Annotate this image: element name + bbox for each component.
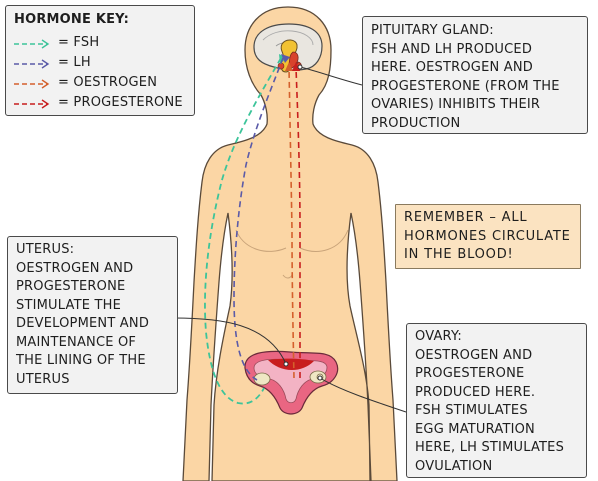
uterus-text-line: STIMULATE THE (16, 297, 122, 313)
pituitary-text-line: FSH AND LH PRODUCED (371, 41, 533, 57)
oestrogen-pathway (288, 67, 295, 379)
uterus-heading: UTERUS: (16, 242, 75, 257)
remember-note: REMEMBER – ALL HORMONES CIRCULATE IN THE… (395, 204, 581, 269)
key-item-lh: = LH (14, 54, 186, 74)
hormone-key-title: HORMONE KEY: (14, 12, 130, 27)
ovary-text-line: HERE, LH STIMULATES (415, 440, 565, 455)
uterus-connector (173, 317, 287, 365)
oestrogen-arrow-icon (14, 78, 50, 89)
pituitary-text-line: HERE. OESTROGEN AND (371, 60, 533, 75)
uterus-label-box: UTERUS: OESTROGEN AND PROGESTERONE STIMU… (7, 236, 178, 394)
key-item-oestrogen: = OESTROGEN (14, 74, 186, 94)
uterus-text-line: DEVELOPMENT AND (16, 316, 150, 331)
uterus-text-line: OESTROGEN AND (16, 260, 134, 276)
pituitary-heading: PITUITARY GLAND: (371, 23, 494, 38)
ovary-text-line: FSH STIMULATES (415, 403, 528, 418)
fsh-pathway (204, 57, 282, 405)
key-item-fsh: = FSH (14, 34, 186, 54)
key-item-progesterone: = PROGESTERONE (14, 94, 186, 114)
fsh-arrow-icon (14, 38, 50, 49)
uterus-text-line: PROGESTERONE (16, 279, 126, 294)
pituitary-text-line: OVARIES) INHIBITS THEIR (371, 97, 541, 112)
remember-text-line: REMEMBER – ALL (404, 210, 528, 225)
pituitary-label-box: PITUITARY GLAND: FSH AND LH PRODUCED HER… (362, 16, 588, 134)
lh-pathway (233, 57, 284, 381)
ovary-text-line: EGG MATURATION (415, 421, 535, 437)
ovary-text-line: OESTROGEN AND (415, 347, 533, 363)
hormone-key: HORMONE KEY: = FSH = LH = OESTROGEN (5, 5, 195, 116)
key-item-label: = PROGESTERONE (58, 95, 183, 111)
uterus-text-line: UTERUS (16, 371, 70, 387)
ovary-connector (319, 377, 407, 413)
key-item-label: = OESTROGEN (58, 75, 158, 91)
progesterone-pathway (295, 67, 301, 379)
remember-text-line: HORMONES CIRCULATE (404, 228, 571, 244)
key-item-label: = FSH (58, 35, 100, 51)
ovary-label-box: OVARY: OESTROGEN AND PROGESTERONE PRODUC… (406, 323, 587, 478)
pituitary-connector (299, 66, 363, 86)
remember-text-line: IN THE BLOOD! (404, 247, 514, 262)
ovary-text-line: PRODUCED HERE. (415, 384, 536, 400)
uterus-text-line: MAINTENANCE OF (16, 334, 137, 350)
ovary-text-line: PROGESTERONE (415, 366, 525, 381)
pituitary-text-line: PRODUCTION (371, 115, 461, 131)
uterus-text-line: THE LINING OF THE (16, 353, 146, 368)
body-silhouette (182, 6, 398, 481)
ovary-heading: OVARY: (415, 329, 462, 344)
pituitary-text-line: PROGESTERONE (FROM THE (371, 78, 560, 94)
progesterone-arrow-icon (14, 98, 50, 109)
lh-arrow-icon (14, 58, 50, 69)
key-item-label: = LH (58, 55, 91, 71)
ovary-text-line: OVULATION (415, 458, 493, 474)
